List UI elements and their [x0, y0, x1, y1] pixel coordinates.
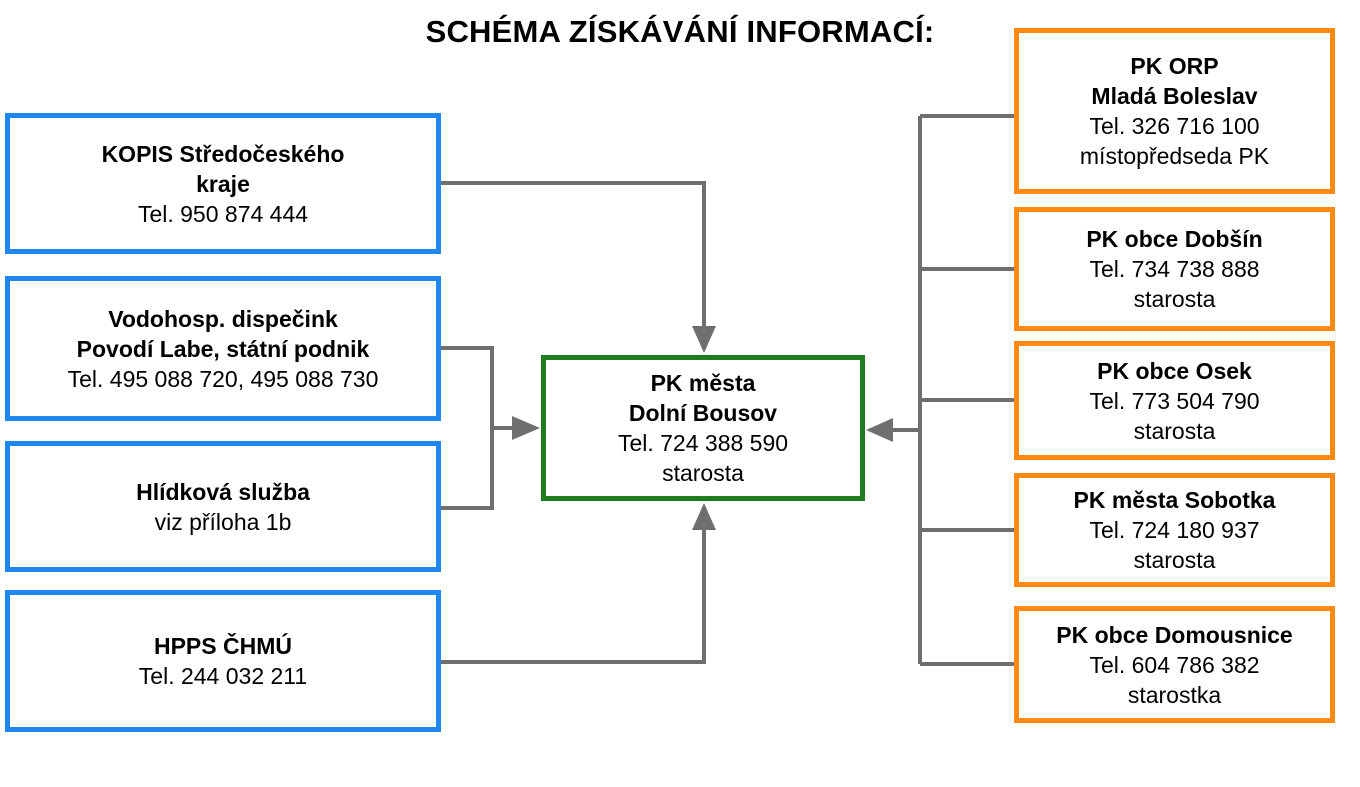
receiver-name-line: PK obce Dobšín: [1086, 226, 1263, 252]
source-phone: Tel. 244 032 211: [138, 663, 308, 689]
receiver-phone: Tel. 724 180 937: [1089, 517, 1260, 543]
source-name-line: Vodohosp. dispečink: [108, 305, 338, 332]
source-name-line: Hlídková služba: [136, 478, 310, 505]
arrow-up-into-center: [692, 503, 716, 530]
receiver-name-line: PK města Sobotka: [1073, 487, 1276, 513]
source-phone: Tel. 950 874 444: [137, 200, 309, 227]
arrow-left-into-center: [866, 418, 893, 442]
source-box-hpps-chmu: HPPS ČHMÚ Tel. 244 032 211: [5, 590, 441, 732]
receiver-phone: Tel. 773 504 790: [1089, 387, 1260, 414]
center-name-line: PK města: [650, 370, 756, 396]
receiver-box-sobotka: PK města Sobotka Tel. 724 180 937 staros…: [1014, 473, 1335, 587]
receiver-role: starosta: [1133, 547, 1216, 573]
source-phone: Tel. 495 088 720, 495 088 730: [67, 365, 379, 392]
arrow-down-into-center: [692, 326, 716, 353]
center-role: starosta: [662, 460, 744, 486]
receiver-role: starosta: [1133, 286, 1216, 312]
center-name-line: Dolní Bousov: [628, 400, 778, 426]
receiver-name-line: PK ORP: [1130, 53, 1219, 79]
receiver-phone: Tel. 604 786 382: [1089, 651, 1260, 678]
connector-povodi-hlidka-bracket: [441, 346, 494, 510]
arrow-right-into-center: [512, 416, 540, 440]
diagram-title: SCHÉMA ZÍSKÁVÁNÍ INFORMACÍ:: [425, 14, 935, 49]
source-name-line: kraje: [196, 170, 250, 197]
receiver-box-osek: PK obce Osek Tel. 773 504 790 starosta: [1014, 341, 1335, 460]
source-note: viz příloha 1b: [154, 508, 292, 535]
receiver-name-line: PK obce Domousnice: [1056, 621, 1293, 648]
receiver-role: starosta: [1133, 417, 1216, 444]
receiver-box-orp-mlada-boleslav: PK ORP Mladá Boleslav Tel. 326 716 100 m…: [1014, 28, 1335, 194]
center-box-dolni-bousov: PK města Dolní Bousov Tel. 724 388 590 s…: [541, 355, 865, 501]
source-box-kopis: KOPIS Středočeského kraje Tel. 950 874 4…: [5, 113, 441, 254]
source-name-line: Povodí Labe, státní podnik: [76, 335, 370, 362]
receiver-phone: Tel. 734 738 888: [1089, 256, 1260, 282]
receiver-name-line: PK obce Osek: [1097, 357, 1252, 384]
source-name-line: HPPS ČHMÚ: [153, 633, 292, 659]
source-name-line: KOPIS Středočeského: [101, 140, 345, 167]
source-box-hlidkova-sluzba: Hlídková služba viz příloha 1b: [5, 441, 441, 572]
center-phone: Tel. 724 388 590: [617, 430, 789, 456]
receiver-role: starostka: [1127, 681, 1222, 708]
connector-kopis-to-center: [441, 181, 706, 331]
receiver-box-dobsin: PK obce Dobšín Tel. 734 738 888 starosta: [1014, 207, 1335, 331]
receiver-phone: Tel. 326 716 100: [1089, 113, 1260, 139]
receiver-box-domousnice: PK obce Domousnice Tel. 604 786 382 star…: [1014, 606, 1335, 723]
source-box-povodi-labe: Vodohosp. dispečink Povodí Labe, státní …: [5, 276, 441, 421]
connector-chmu-to-center: [441, 525, 706, 664]
receiver-name-line: Mladá Boleslav: [1091, 83, 1258, 109]
receiver-role: místopředseda PK: [1079, 143, 1270, 169]
